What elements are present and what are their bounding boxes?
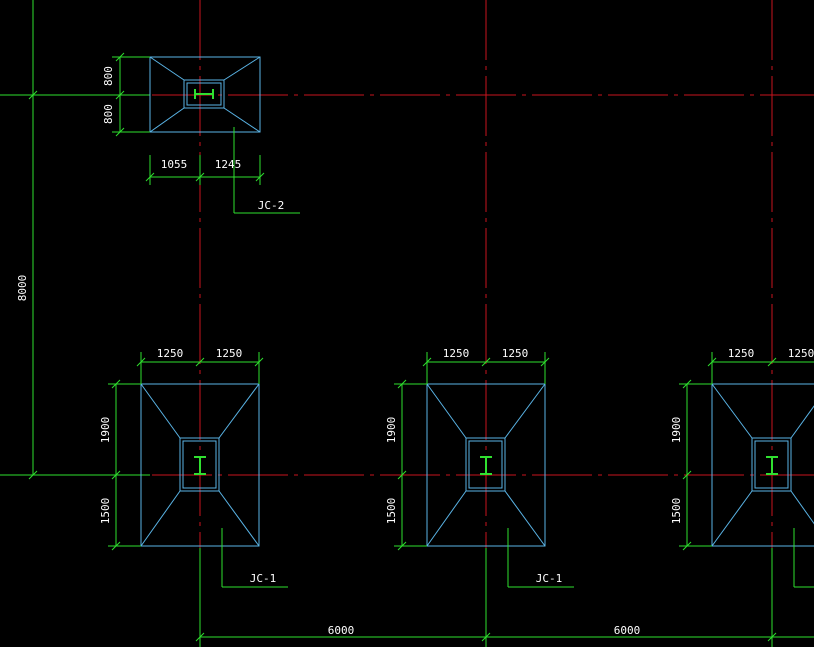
foundation-jc1-left: 1250 1250 1900 1500 JC-1 [99,347,288,588]
jc1-left-dim-h-right: 1250 [216,347,243,360]
jc1-middle-dim-h-left: 1250 [443,347,470,360]
foundation-jc2: 800 800 1055 1245 JC-2 [102,52,300,214]
jc1-middle-dim-v-bottom: 1500 [385,498,398,525]
column-section-icon [766,456,778,475]
right-dim-h-left: 1250 [728,347,755,360]
jc2-dim-h-left: 1055 [161,158,188,171]
column-section-icon [480,456,492,475]
foundation-jc1-middle: 1250 1250 1900 1500 JC-1 [385,347,574,588]
jc2-dim-v-bottom: 800 [102,104,115,124]
right-dim-h-right: 1250 [788,347,814,360]
jc1-middle-dim-v-top: 1900 [385,417,398,444]
column-section-icon [194,456,206,475]
grid-dim-horizontal-text-1: 6000 [328,624,355,637]
right-dim-v-bottom: 1500 [670,498,683,525]
grid-dim-horizontal-text-2: 6000 [614,624,641,637]
right-dim-v-top: 1900 [670,417,683,444]
jc1-middle-dim-h-right: 1250 [502,347,529,360]
jc1-middle-label: JC-1 [536,572,563,585]
jc1-left-dim-v-bottom: 1500 [99,498,112,525]
jc2-dim-v-top: 800 [102,66,115,86]
jc2-label: JC-2 [258,199,285,212]
foundation-right-partial: 1250 1250 1900 1500 [670,347,814,588]
grid-dim-vertical-text: 8000 [16,275,29,302]
jc1-left-label: JC-1 [250,572,277,585]
jc1-left-dim-h-left: 1250 [157,347,184,360]
jc2-dim-h-right: 1245 [215,158,242,171]
jc1-left-dim-v-top: 1900 [99,417,112,444]
column-section-icon [194,89,214,99]
